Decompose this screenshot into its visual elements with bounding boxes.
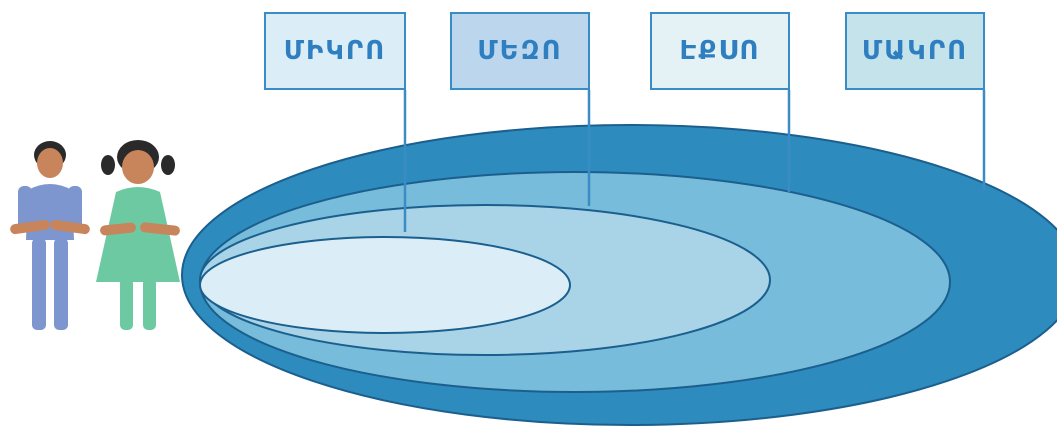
micro-ellipse — [199, 236, 571, 334]
label-micro: ՄԻԿՐՈ — [264, 12, 406, 90]
girl-figure — [96, 140, 180, 330]
label-meso: ՄԵԶՈ — [450, 12, 590, 90]
boy-figure — [10, 141, 90, 330]
label-exo: ԷՔՍՈ — [650, 12, 790, 90]
label-macro: ՄԱԿՐՈ — [845, 12, 985, 90]
